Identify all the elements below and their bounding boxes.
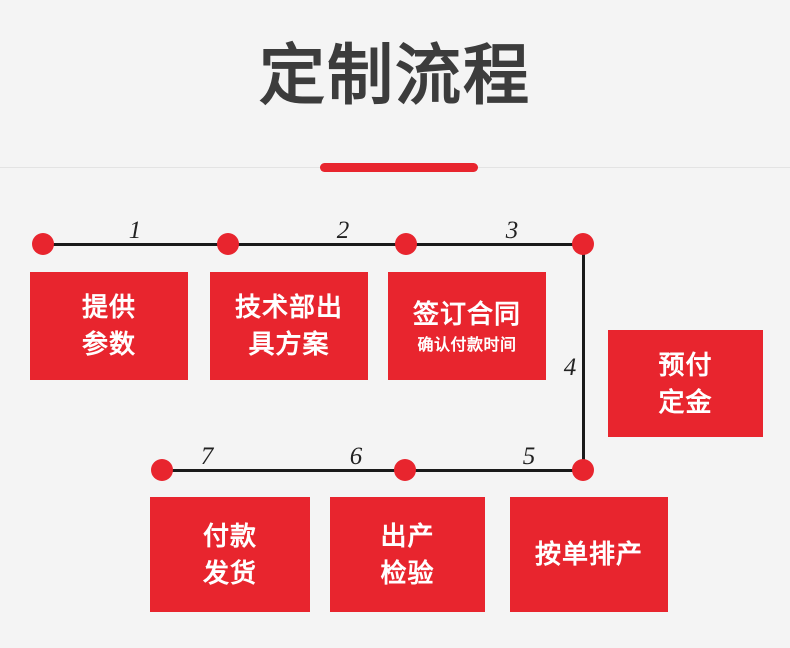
card-advance-deposit[interactable]: 预付 定金 bbox=[608, 330, 763, 437]
step-number-3: 3 bbox=[505, 217, 519, 244]
card-sign-contract[interactable]: 签订合同确认付款时间 bbox=[388, 272, 546, 380]
card-title: 技术部出 具方案 bbox=[234, 292, 343, 359]
node-5-dot[interactable] bbox=[572, 459, 594, 481]
card-production-schedule[interactable]: 按单排产 bbox=[510, 497, 668, 612]
card-title: 签订合同 bbox=[412, 298, 521, 329]
step-number-4: 4 bbox=[563, 354, 577, 381]
node-4-dot[interactable] bbox=[572, 233, 594, 255]
card-title: 付款 发货 bbox=[202, 520, 257, 588]
segment-bottom bbox=[162, 469, 583, 472]
node-3-dot[interactable] bbox=[395, 233, 417, 255]
node-2-dot[interactable] bbox=[217, 233, 239, 255]
segment-right bbox=[582, 244, 585, 470]
card-payment-shipment[interactable]: 付款 发货 bbox=[150, 497, 310, 612]
segment-top bbox=[43, 243, 583, 246]
page-title: 定制流程 bbox=[259, 38, 531, 112]
node-1-dot[interactable] bbox=[32, 233, 54, 255]
card-title: 按单排产 bbox=[534, 539, 643, 569]
card-title: 预付 定金 bbox=[658, 349, 713, 417]
card-subtitle: 确认付款时间 bbox=[417, 336, 517, 354]
node-7-dot[interactable] bbox=[151, 459, 173, 481]
step-number-7: 7 bbox=[200, 443, 214, 470]
step-number-1: 1 bbox=[128, 217, 142, 244]
card-technical-plan[interactable]: 技术部出 具方案 bbox=[210, 272, 368, 380]
card-provide-parameters[interactable]: 提供 参数 bbox=[30, 272, 188, 380]
card-production-inspection[interactable]: 出产 检验 bbox=[330, 497, 485, 612]
step-number-6: 6 bbox=[349, 443, 363, 470]
card-title: 提供 参数 bbox=[81, 292, 136, 359]
node-6-dot[interactable] bbox=[394, 459, 416, 481]
card-title: 出产 检验 bbox=[380, 520, 435, 588]
title-underline-bar bbox=[320, 163, 478, 172]
step-number-5: 5 bbox=[522, 443, 536, 470]
step-number-2: 2 bbox=[336, 217, 350, 244]
